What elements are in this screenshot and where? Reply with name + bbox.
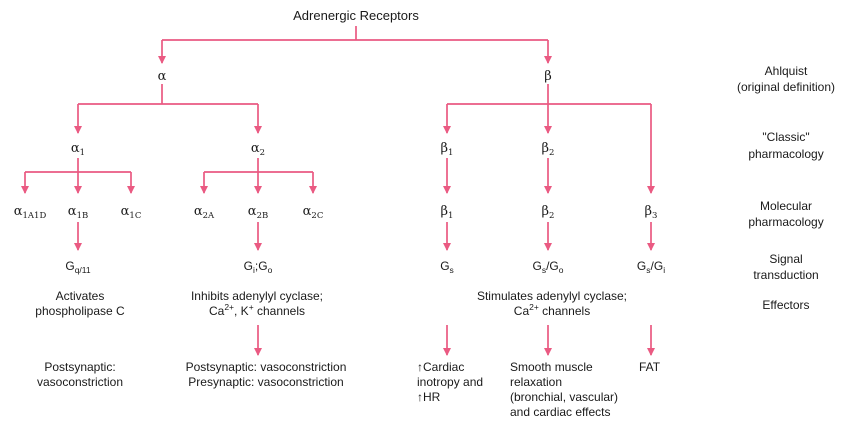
- signal-gs-gi: Gs/Gi: [637, 259, 665, 275]
- signal-gq11: Gq/11: [65, 259, 91, 275]
- level-molecular-line1: Molecular: [760, 199, 812, 213]
- outcome-alpha1-line2: vasoconstriction: [37, 375, 123, 389]
- node-beta1: β1: [441, 141, 454, 158]
- level-effectors: Effectors: [762, 298, 809, 312]
- effector-alpha1-line1: Activates: [56, 289, 105, 303]
- outcome-beta3-line1: FAT: [639, 360, 661, 374]
- level-classic-line1: "Classic": [762, 130, 809, 144]
- diagram-title: Adrenergic Receptors: [293, 8, 419, 23]
- outcome-beta1-line1: ↑Cardiac: [417, 360, 464, 374]
- signal-gs: Gs: [440, 259, 454, 275]
- outcome-alpha2-line2: Presynaptic: vasoconstriction: [188, 375, 343, 389]
- effector-alpha2-line2: Ca2+, K+ channels: [209, 302, 305, 318]
- effector-alpha2-line1: Inhibits adenylyl cyclase;: [191, 289, 323, 303]
- outcome-beta2-line2: relaxation: [510, 375, 562, 389]
- node-beta2: β2: [542, 141, 555, 158]
- effector-alpha1-line2: phospholipase C: [35, 304, 125, 318]
- node-beta1-molecular: β1: [441, 204, 454, 221]
- node-alpha1A1D: α1A1D: [14, 204, 47, 221]
- outcome-beta2-line3: (bronchial, vascular): [510, 390, 618, 404]
- node-alpha2B: α2B: [248, 204, 268, 221]
- signal-gi-go: Gi;Go: [244, 259, 273, 275]
- node-alpha: α: [158, 69, 167, 84]
- effector-beta-line2: Ca2+ channels: [514, 302, 590, 318]
- outcome-alpha1-line1: Postsynaptic:: [44, 360, 115, 374]
- outcome-beta2-line4: and cardiac effects: [510, 405, 611, 419]
- level-signal-line1: Signal: [769, 252, 802, 266]
- signal-gs-go: Gs/Go: [532, 259, 563, 275]
- node-alpha2: α2: [251, 141, 265, 158]
- level-ahlquist-line2: (original definition): [737, 80, 835, 94]
- outcome-beta2-line1: Smooth muscle: [510, 360, 593, 374]
- node-alpha1: α1: [71, 141, 85, 158]
- node-alpha1C: α1C: [121, 204, 142, 221]
- node-beta2-molecular: β2: [542, 204, 555, 221]
- node-alpha1B: α1B: [68, 204, 88, 221]
- outcome-beta1-line2: inotropy and: [417, 375, 483, 389]
- node-alpha2A: α2A: [194, 204, 215, 221]
- level-classic-line2: pharmacology: [748, 147, 823, 161]
- node-beta: β: [544, 69, 552, 84]
- level-molecular-line2: pharmacology: [748, 215, 823, 229]
- node-alpha2C: α2C: [303, 204, 324, 221]
- level-signal-line2: transduction: [753, 268, 818, 282]
- effector-beta-line1: Stimulates adenylyl cyclase;: [477, 289, 627, 303]
- outcome-beta1-line3: ↑HR: [417, 390, 441, 404]
- level-ahlquist-line1: Ahlquist: [765, 64, 808, 78]
- outcome-alpha2-line1: Postsynaptic: vasoconstriction: [186, 360, 347, 374]
- connectors: [21, 26, 655, 356]
- node-beta3: β3: [645, 204, 658, 221]
